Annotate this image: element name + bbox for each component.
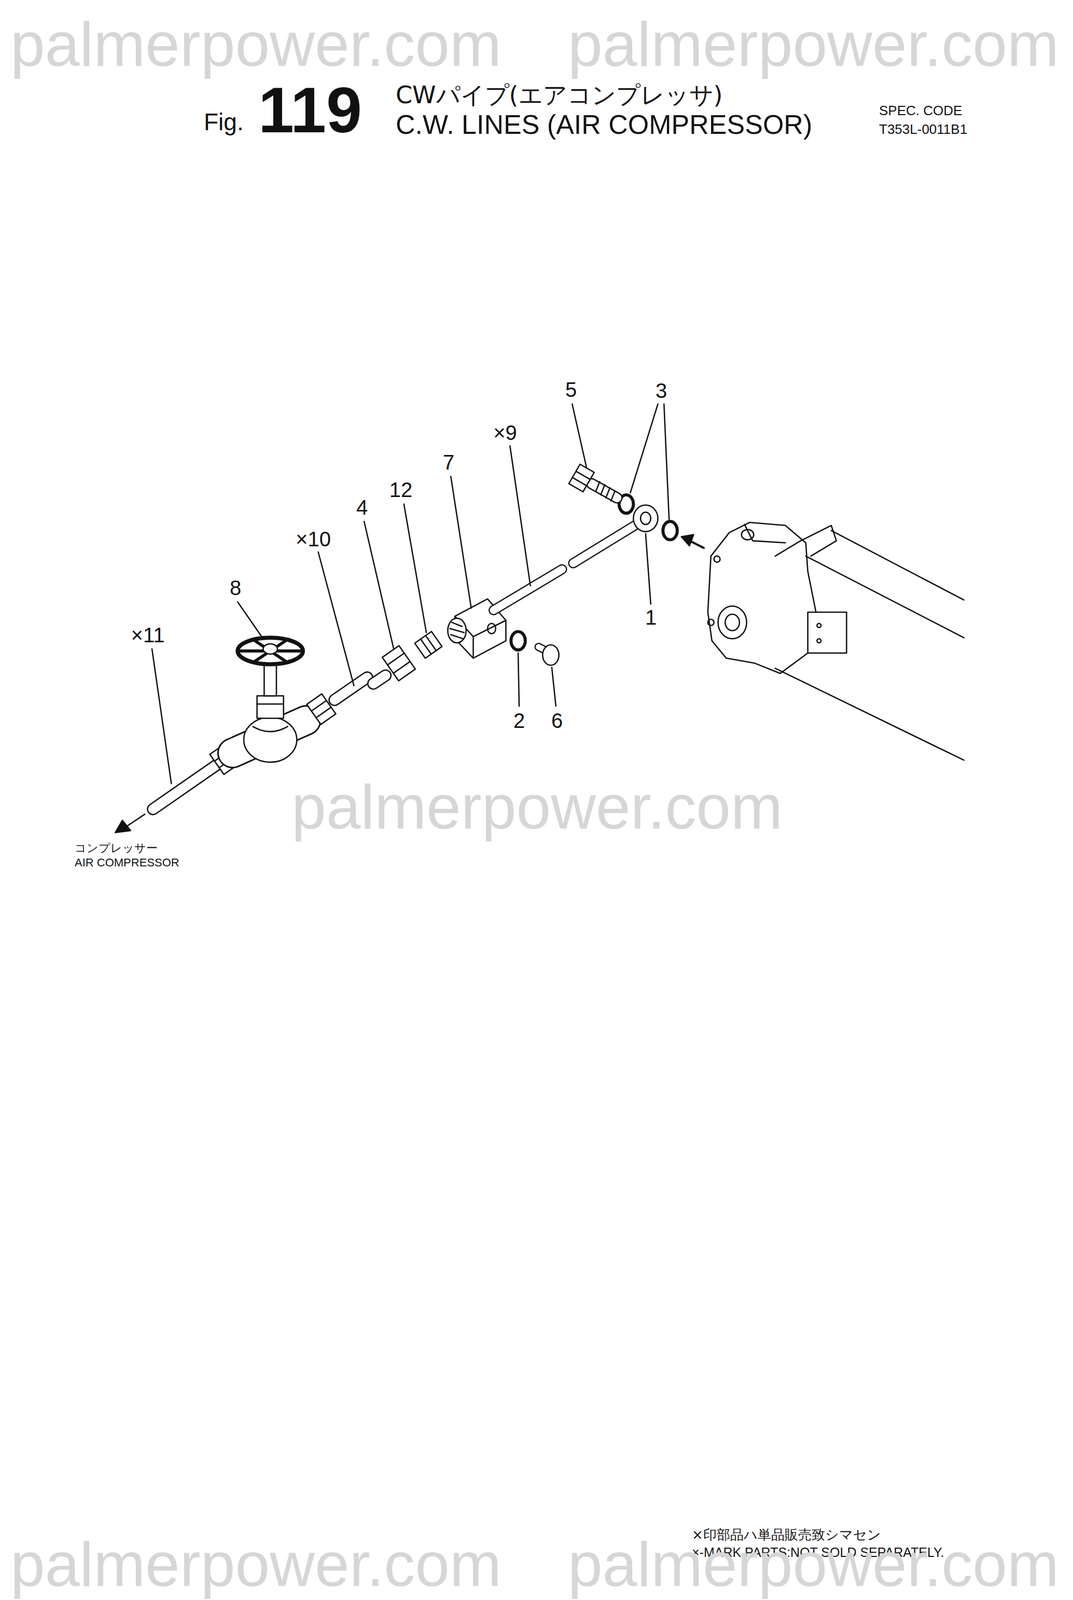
callout-number: ×11 bbox=[131, 624, 165, 646]
title-japanese: CWパイプ(エアコンプレッサ) bbox=[395, 82, 723, 107]
watermark: palmerpower.com bbox=[567, 12, 1059, 76]
flow-note: コンプレッサー bbox=[74, 842, 158, 854]
callout-number: ×9 bbox=[493, 422, 518, 443]
spec-label: SPEC. CODE bbox=[879, 103, 963, 118]
watermark: palmerpower.com bbox=[567, 1532, 1059, 1595]
callout-number: 2 bbox=[513, 709, 525, 731]
watermark: palmerpower.com bbox=[291, 775, 783, 838]
callout-number: ×10 bbox=[295, 528, 331, 550]
callout-number: 4 bbox=[356, 496, 368, 518]
callout-number: 6 bbox=[551, 709, 563, 731]
callout-number: 12 bbox=[389, 479, 413, 500]
callout-number: 8 bbox=[229, 577, 242, 598]
figure-number: 119 bbox=[258, 77, 362, 143]
watermark: palmerpower.com bbox=[10, 1532, 502, 1595]
callout-number: 3 bbox=[655, 380, 667, 401]
spec-code: T353L-0011B1 bbox=[879, 122, 968, 136]
flow-note: AIR COMPRESSOR bbox=[74, 856, 180, 869]
callout-number: 7 bbox=[442, 451, 455, 473]
figure-label: Fig. bbox=[203, 109, 244, 134]
callout-number: 1 bbox=[645, 606, 657, 628]
figure-title: C.W. LINES (AIR COMPRESSOR) bbox=[395, 110, 813, 138]
watermark: palmerpower.com bbox=[10, 12, 502, 76]
callout-number: 5 bbox=[565, 379, 577, 400]
